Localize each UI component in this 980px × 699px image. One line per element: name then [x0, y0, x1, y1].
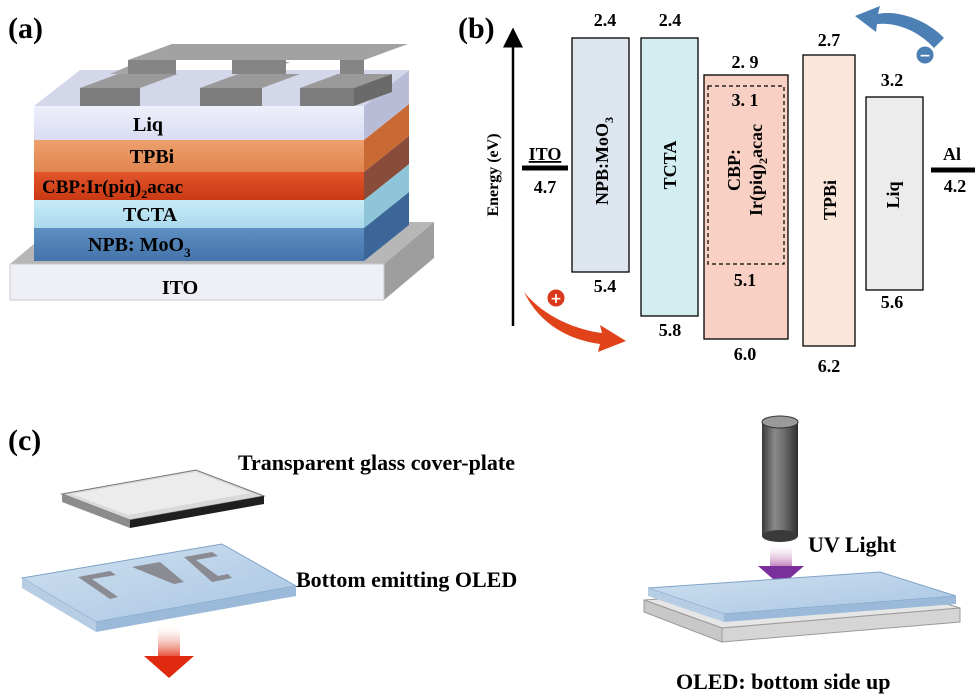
cbp-layer-label: CBP:Ir(piq)2acac — [42, 177, 183, 201]
dopant-box — [707, 85, 785, 265]
bottom-emitting-oled — [20, 543, 298, 632]
cathode-electrodes — [80, 44, 408, 106]
liq-homo: 5.6 — [881, 292, 904, 312]
tpbi-lumo: 2.7 — [818, 30, 841, 50]
tpbi-box: 2.7 6.2 TPBi — [802, 30, 856, 376]
panel-a: (a) ITO NPB: MoO3 TCTA CBP:Ir(piq)2acac — [8, 12, 434, 301]
uv-lamp — [761, 415, 799, 542]
npb-box: 2.4 5.4 NPB:MoO3 — [571, 10, 630, 296]
npb-layer-label: NPB: MoO3 — [88, 234, 191, 260]
cover-plate-label: Transparent glass cover-plate — [238, 450, 515, 475]
cbp-lumo: 2. 9 — [732, 52, 759, 72]
al-level-name: Al — [943, 144, 961, 164]
electron-sign: − — [919, 48, 931, 64]
dopant-lumo: 3. 1 — [732, 90, 759, 110]
liq-box: 3.2 5.6 Liq — [865, 70, 924, 312]
tpbi-homo: 6.2 — [818, 356, 841, 376]
encapsulated-oled — [643, 571, 961, 643]
cbp-homo: 6.0 — [734, 344, 757, 364]
panel-c-label: (c) — [8, 424, 41, 457]
panel-a-label: (a) — [8, 12, 43, 45]
hole-injection-arrow: + — [524, 288, 626, 352]
cbp-box-label-line1: CBP: — [724, 149, 744, 191]
dopant-homo: 5.1 — [734, 270, 757, 290]
npb-layer: NPB: MoO3 — [34, 192, 409, 261]
tcta-lumo: 2.4 — [659, 10, 682, 30]
npb-lumo: 2.4 — [594, 10, 617, 30]
cover-plate — [60, 469, 266, 528]
ito-level-name: ITO — [529, 144, 562, 164]
liq-box-label: Liq — [883, 181, 903, 208]
ito-layer-label: ITO — [162, 277, 198, 299]
tcta-layer: TCTA — [34, 164, 409, 228]
tpbi-box-label: TPBi — [820, 180, 840, 220]
liq-layer-label: Liq — [133, 114, 163, 136]
npb-box-label: NPB:MoO3 — [592, 117, 616, 205]
electron-injection-arrow: − — [855, 6, 944, 65]
cbp-box-label-line2: Ir(piq)2acac — [746, 124, 770, 216]
hole-sign: + — [550, 291, 562, 307]
cbp-box: 2. 9 3. 1 5.1 6.0 CBP: Ir(piq)2acac — [703, 52, 789, 364]
tcta-layer-label: TCTA — [123, 204, 178, 226]
al-level: Al 4.2 — [931, 144, 975, 196]
panel-b: (b) Energy (eV) ITO 4.7 2.4 5.4 NPB:MoO3… — [458, 6, 975, 376]
uv-light-arrow — [758, 542, 804, 586]
emission-arrow — [144, 626, 194, 678]
npb-homo: 5.4 — [594, 276, 617, 296]
al-level-value: 4.2 — [944, 176, 967, 196]
cbp-layer: CBP:Ir(piq)2acac — [34, 136, 409, 201]
oled-label: Bottom emitting OLED — [296, 567, 517, 592]
liq-lumo: 3.2 — [881, 70, 904, 90]
ito-level: ITO 4.7 — [522, 144, 568, 197]
tpbi-layer: TPBi — [34, 104, 409, 172]
tcta-box-label: TCTA — [660, 141, 680, 190]
tpbi-layer-label: TPBi — [130, 146, 175, 168]
uv-light-label: UV Light — [808, 532, 897, 557]
tcta-homo: 5.8 — [659, 320, 682, 340]
ito-level-value: 4.7 — [534, 177, 557, 197]
energy-axis-label: Energy (eV) — [485, 133, 502, 216]
tcta-box: 2.4 5.8 TCTA — [640, 10, 699, 340]
panel-b-label: (b) — [458, 12, 495, 45]
panel-c: (c) Transparent glass cover-plate Bottom… — [8, 415, 961, 694]
result-label: OLED: bottom side up — [676, 669, 891, 694]
